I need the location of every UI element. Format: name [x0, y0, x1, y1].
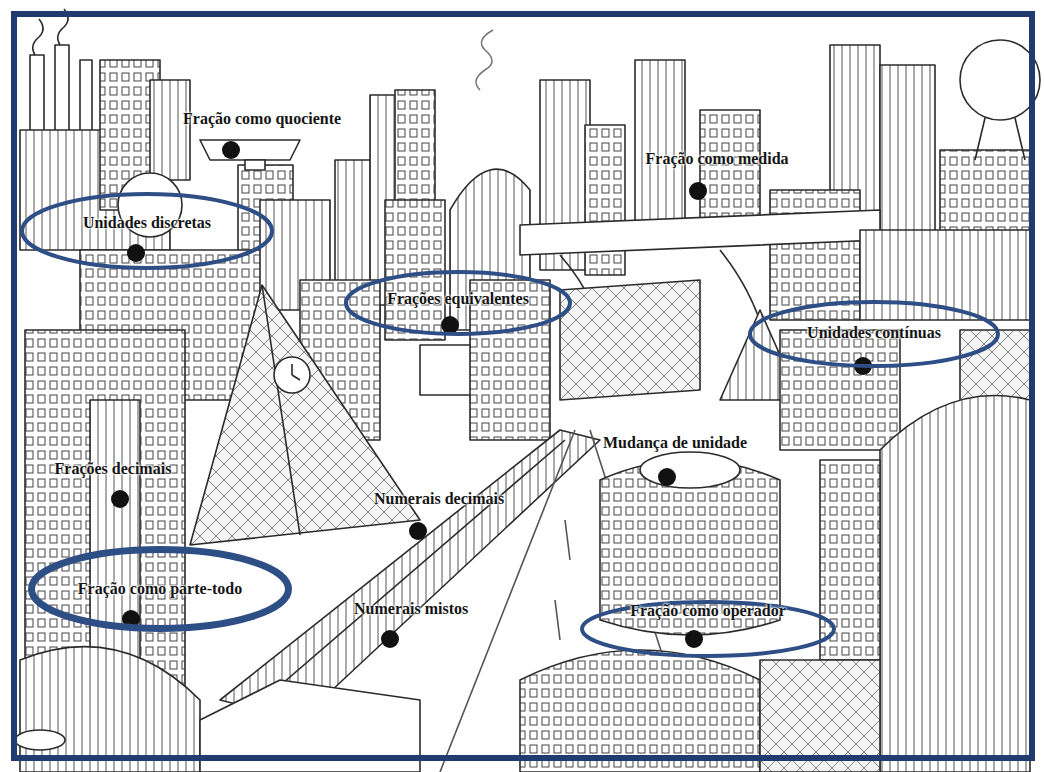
- concept-label: Unidades contínuas: [748, 324, 1000, 342]
- concept-ellipse: Fração como operador: [580, 600, 836, 658]
- concept-label: Mudança de unidade: [603, 434, 747, 452]
- concept-label: Numerais decimais: [374, 490, 504, 508]
- location-dots: [111, 141, 872, 648]
- concept-ellipse: Frações equivalentes: [344, 270, 572, 336]
- concept-label: Frações decimais: [55, 460, 172, 478]
- concept-ellipse: Fração como parte-todo: [28, 546, 292, 632]
- concept-label: Fração como parte-todo: [28, 580, 292, 598]
- frame: [14, 14, 1032, 758]
- concept-ellipse: Unidades contínuas: [748, 300, 1000, 368]
- concept-label: Fração como quociente: [183, 110, 341, 128]
- concept-label: Fração como operador: [580, 602, 836, 620]
- concept-label: Frações equivalentes: [344, 290, 572, 308]
- concept-ellipse: Unidades discretas: [20, 192, 274, 270]
- concept-label: Unidades discretas: [20, 214, 274, 232]
- concept-label: Fração como medida: [646, 150, 789, 168]
- concept-label: Numerais mistos: [354, 600, 468, 618]
